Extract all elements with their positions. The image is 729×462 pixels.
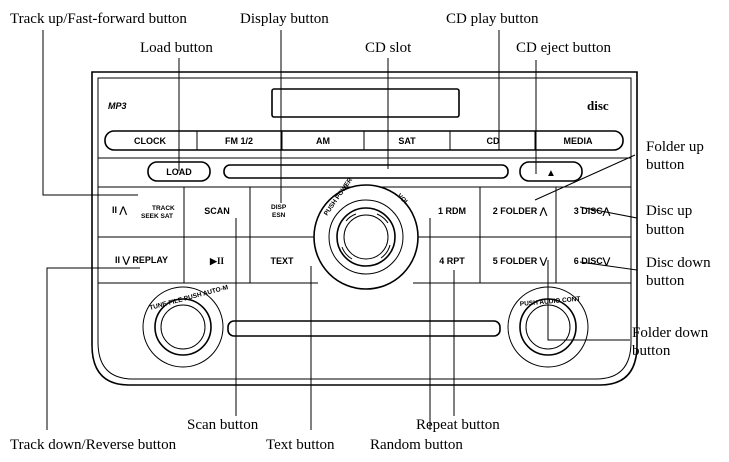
callout-load: Load button	[140, 40, 213, 56]
callout-track-up: Track up/Fast-forward button	[10, 11, 187, 27]
audio-knob-label: PUSH AUDIO CONT	[520, 296, 581, 308]
preset-3-button[interactable]: 3 DISC⋀	[574, 206, 611, 216]
callout-random: Random button	[370, 437, 463, 453]
scan-button[interactable]: SCAN	[204, 206, 230, 216]
callout-cd-play: CD play button	[446, 11, 539, 27]
callout-disc-up-2: button	[646, 222, 685, 238]
callout-scan: Scan button	[187, 417, 259, 433]
callout-folder-down-2: button	[632, 343, 671, 359]
eject-button[interactable]	[519, 161, 583, 182]
play-pause-button[interactable]: ▶II	[209, 256, 224, 266]
volume-knob[interactable]: PUSH POWER VOL	[313, 176, 419, 290]
callout-disc-down-2: button	[646, 273, 685, 289]
preset-1-button[interactable]: 1 RDM	[438, 206, 466, 216]
mp3-logo: MP3	[108, 101, 127, 111]
preset-5-button[interactable]: 5 FOLDER ⋁	[493, 256, 548, 266]
sat-button[interactable]: SAT	[398, 136, 416, 146]
media-button[interactable]: MEDIA	[564, 136, 594, 146]
callout-repeat: Repeat button	[416, 417, 500, 433]
callout-folder-up-2: button	[646, 157, 685, 173]
display-window	[271, 88, 460, 118]
button-grid	[98, 187, 631, 284]
cd-button[interactable]: CD	[487, 136, 500, 146]
tune-knob[interactable]: TUNE·FILE PUSH AUTO-M	[142, 284, 229, 368]
callout-cd-eject: CD eject button	[516, 40, 611, 56]
seek-sat-label: SEEK SAT	[141, 213, 173, 220]
source-row: CLOCK FM 1/2 AM SAT CD MEDIA	[104, 130, 624, 151]
lower-slot	[227, 320, 501, 337]
cd-slot	[223, 164, 509, 179]
tune-knob-label: TUNE·FILE PUSH AUTO-M	[149, 284, 229, 312]
preset-4-button[interactable]: 4 RPT	[439, 256, 465, 266]
leader-lines	[42, 30, 638, 430]
disp-button[interactable]: DISP	[271, 204, 287, 211]
clock-button[interactable]: CLOCK	[134, 136, 166, 146]
callout-cd-slot: CD slot	[365, 40, 412, 56]
eject-icon: ▲	[546, 168, 556, 179]
track-up-button[interactable]: II ⋀	[112, 205, 128, 215]
callout-disc-down-1: Disc down	[646, 255, 711, 271]
callout-display: Display button	[240, 11, 329, 27]
callout-folder-up-1: Folder up	[646, 139, 704, 155]
am-button[interactable]: AM	[316, 136, 330, 146]
disc-logo: disc	[587, 98, 609, 113]
head-unit-panel	[91, 71, 638, 386]
text-button[interactable]: TEXT	[270, 256, 294, 266]
preset-2-button[interactable]: 2 FOLDER ⋀	[493, 206, 548, 216]
callout-disc-up-1: Disc up	[646, 203, 692, 219]
track-label: TRACK	[152, 205, 175, 212]
fm-button[interactable]: FM 1/2	[225, 136, 253, 146]
load-label: LOAD	[166, 167, 192, 177]
callout-folder-down-1: Folder down	[632, 325, 709, 341]
callouts: Track up/Fast-forward button Display but…	[10, 11, 711, 453]
callout-text: Text button	[266, 437, 335, 453]
replay-button[interactable]: II ⋁ REPLAY	[115, 255, 168, 265]
callout-track-down: Track down/Reverse button	[10, 437, 177, 453]
esn-label: ESN	[272, 212, 286, 219]
preset-6-button[interactable]: 6 DISC⋁	[574, 256, 611, 266]
